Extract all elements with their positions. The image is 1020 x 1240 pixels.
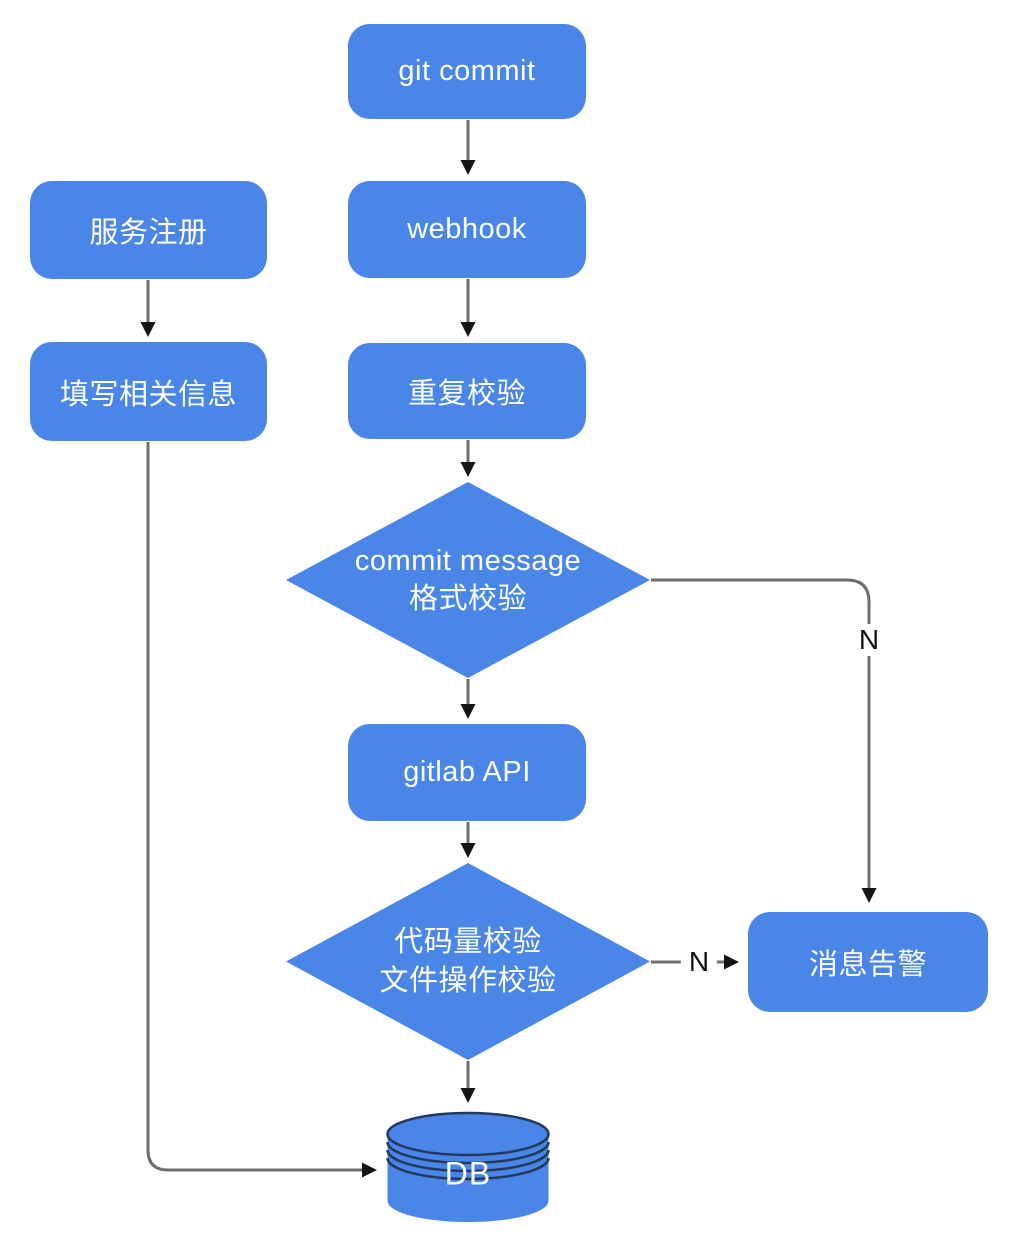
edge-label-commit-message-no: N <box>850 624 888 656</box>
node-git-commit: git commit <box>348 24 586 119</box>
commit-message-check-line2: 格式校验 <box>408 583 527 615</box>
db-cylinder-shape <box>386 1111 550 1222</box>
edge-commit-message-check-no-to-alert <box>651 578 877 903</box>
node-webhook: webhook <box>348 181 586 278</box>
node-duplicate-check: 重复校验 <box>348 343 586 439</box>
node-db-label: DB <box>444 1155 492 1192</box>
node-service-register: 服务注册 <box>30 181 267 279</box>
edge-label-code-check-no: N <box>680 946 718 978</box>
node-fill-related-info: 填写相关信息 <box>30 342 267 441</box>
node-gitlab-api: gitlab API <box>348 724 586 821</box>
code-volume-check-line2: 文件操作校验 <box>379 964 557 997</box>
code-volume-check-line1: 代码量校验 <box>394 926 542 959</box>
edge-fill-info-to-db <box>146 442 377 1178</box>
commit-message-check-line1: commit message <box>354 544 582 577</box>
node-message-alert: 消息告警 <box>748 912 988 1012</box>
